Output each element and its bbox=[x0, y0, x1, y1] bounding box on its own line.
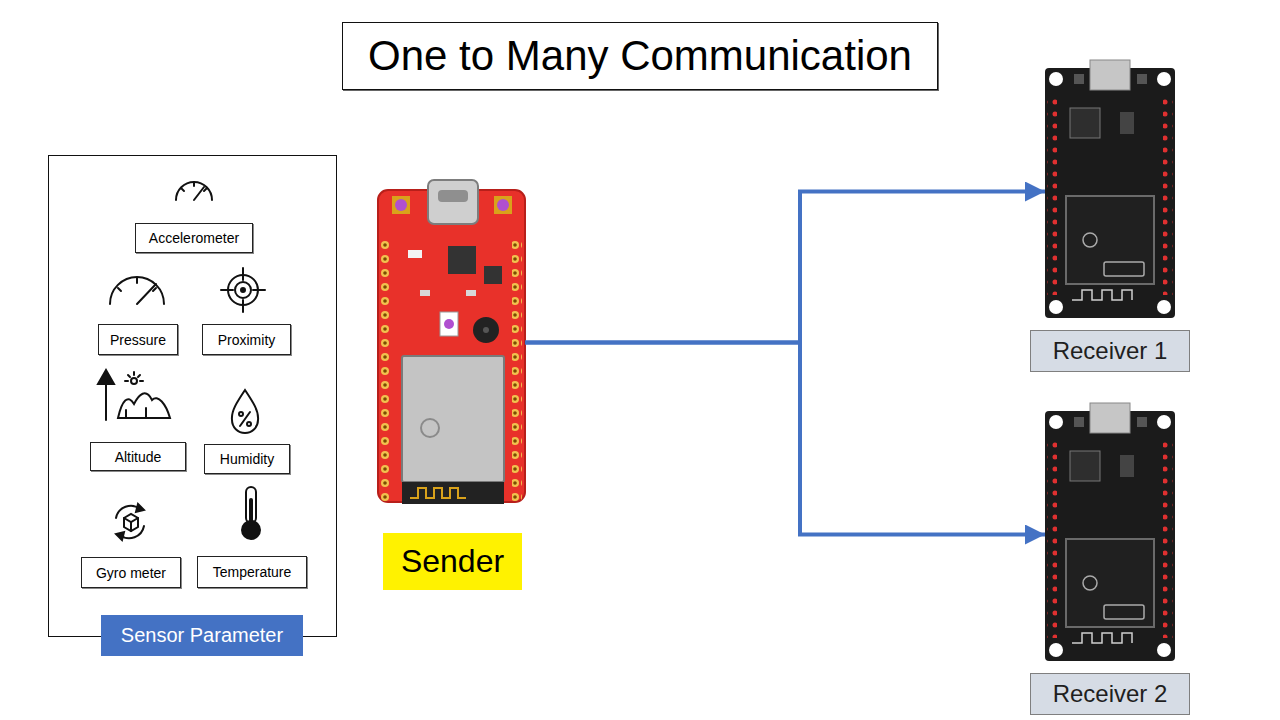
sender-board bbox=[378, 180, 525, 504]
sensor-box: Accelerometer bbox=[135, 223, 253, 253]
sensor-box: Altitude bbox=[90, 442, 186, 471]
proximity-icon bbox=[221, 268, 265, 312]
sensor-box: Pressure bbox=[98, 324, 178, 355]
receiver-board bbox=[1045, 403, 1175, 661]
receiver-label-text: Receiver 1 bbox=[1053, 337, 1168, 365]
receiver-label: Receiver 2 bbox=[1030, 673, 1190, 715]
receiver-label: Receiver 1 bbox=[1030, 330, 1190, 372]
sensor-box: Proximity bbox=[202, 324, 291, 355]
accelerometer-icon bbox=[176, 182, 212, 200]
panel-heading: Sensor Parameter bbox=[101, 615, 303, 656]
sensor-label: Temperature bbox=[213, 564, 292, 580]
sender-label-text: Sender bbox=[401, 543, 504, 580]
thermometer-icon bbox=[242, 487, 260, 539]
board-node: Receiver 2 bbox=[1045, 408, 1175, 661]
sensor-panel: Sensor ParameterAccelerometerPressurePro… bbox=[48, 155, 337, 637]
pressure-gauge-icon bbox=[110, 277, 164, 304]
sensor-box: Gyro meter bbox=[81, 557, 181, 588]
board-node: Sender bbox=[378, 180, 525, 505]
sensor-box: Humidity bbox=[204, 444, 290, 474]
connector-arrow bbox=[525, 192, 1045, 343]
sensor-label: Humidity bbox=[220, 451, 274, 467]
sensor-box: Temperature bbox=[197, 556, 307, 588]
gyroscope-icon bbox=[116, 504, 144, 540]
sensor-label: Pressure bbox=[110, 332, 166, 348]
receiver-label-text: Receiver 2 bbox=[1053, 680, 1168, 708]
title-box: One to Many Communication bbox=[342, 22, 938, 90]
altitude-icon bbox=[98, 370, 170, 420]
sensor-label: Accelerometer bbox=[149, 230, 239, 246]
receiver-board bbox=[1045, 60, 1175, 318]
title-text: One to Many Communication bbox=[368, 32, 912, 80]
humidity-icon bbox=[232, 390, 258, 433]
connector-arrow bbox=[525, 343, 1045, 535]
board-node: Receiver 1 bbox=[1045, 65, 1175, 318]
sender-label: Sender bbox=[383, 533, 522, 590]
sensor-icons bbox=[98, 182, 265, 540]
sensor-label: Altitude bbox=[115, 449, 162, 465]
sensor-label: Gyro meter bbox=[96, 565, 166, 581]
panel-heading-text: Sensor Parameter bbox=[121, 624, 283, 647]
sensor-label: Proximity bbox=[218, 332, 276, 348]
